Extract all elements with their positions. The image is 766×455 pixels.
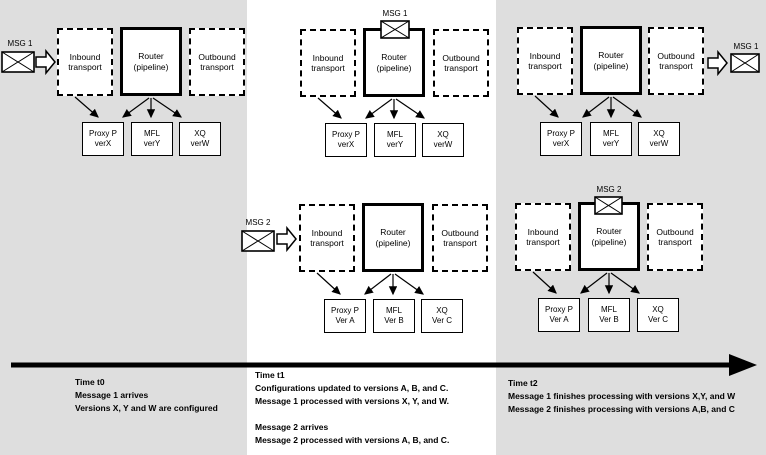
service-box-xq: XQ Ver C xyxy=(421,299,463,333)
service-name: MFL xyxy=(144,129,160,138)
router-pipeline-box: Router (pipeline) xyxy=(578,202,640,271)
note-heading: Time t2 xyxy=(508,378,538,388)
service-box-mfl: MFL Ver B xyxy=(373,299,415,333)
inbound-transport-box: Inbound transport xyxy=(300,29,356,97)
service-version: Ver A xyxy=(335,316,355,325)
inbound-transport-label: Inbound transport xyxy=(526,226,560,248)
service-box-xq: XQ verW xyxy=(179,122,221,156)
service-version: verY xyxy=(602,139,620,148)
service-box-mfl: MFL verY xyxy=(590,122,632,156)
service-name: XQ xyxy=(436,306,448,315)
note-line: Message 2 finishes processing with versi… xyxy=(508,404,735,414)
note-line: Message 1 processed with versions X, Y, … xyxy=(255,396,450,406)
service-box-proxy: Proxy P Ver A xyxy=(538,298,580,332)
service-name: MFL xyxy=(386,306,402,315)
note-paragraph-gap xyxy=(255,408,449,421)
service-name: XQ xyxy=(194,129,206,138)
service-name: XQ xyxy=(653,129,665,138)
service-name: MFL xyxy=(387,130,403,139)
router-pipeline-box: Router (pipeline) xyxy=(120,27,182,96)
service-box-mfl: MFL verY xyxy=(374,123,416,157)
note-line: Configurations updated to versions A, B,… xyxy=(255,383,449,393)
service-name: MFL xyxy=(601,305,617,314)
service-box-xq: XQ verW xyxy=(638,122,680,156)
note-line: Versions X, Y and W are configured xyxy=(75,403,218,413)
service-version: Ver A xyxy=(549,315,569,324)
service-name: Proxy P xyxy=(88,129,117,138)
service-version: verX xyxy=(94,139,112,148)
inbound-transport-box: Inbound transport xyxy=(57,28,113,96)
service-version: verW xyxy=(433,140,453,149)
service-box-xq: XQ verW xyxy=(422,123,464,157)
outbound-transport-label: Outbound transport xyxy=(657,50,695,72)
service-version: Ver B xyxy=(384,316,404,325)
service-version: verX xyxy=(337,140,355,149)
msg2-label: MSG 2 xyxy=(245,218,271,227)
outbound-transport-label: Outbound transport xyxy=(198,51,236,73)
service-box-mfl: MFL verY xyxy=(131,122,173,156)
router-pipeline-box: Router (pipeline) xyxy=(362,203,424,272)
service-box-proxy: Proxy P verX xyxy=(540,122,582,156)
service-box-mfl: MFL Ver B xyxy=(588,298,630,332)
inbound-transport-box: Inbound transport xyxy=(515,203,571,271)
msg1-label: MSG 1 xyxy=(733,42,759,51)
service-version: verX xyxy=(552,139,570,148)
router-pipeline-label: Router (pipeline) xyxy=(591,226,627,247)
outbound-transport-box: Outbound transport xyxy=(432,204,488,272)
inbound-transport-box: Inbound transport xyxy=(299,204,355,272)
service-name: Proxy P xyxy=(546,129,575,138)
service-version: verW xyxy=(649,139,669,148)
timeline-note-t1: Time t1 Configurations updated to versio… xyxy=(255,369,449,447)
inbound-transport-label: Inbound transport xyxy=(310,227,344,249)
note-line: Message 2 processed with versions A, B, … xyxy=(255,435,450,445)
service-box-proxy: Proxy P Ver A xyxy=(324,299,366,333)
service-box-xq: XQ Ver C xyxy=(637,298,679,332)
router-pipeline-label: Router (pipeline) xyxy=(375,227,411,248)
service-name: Proxy P xyxy=(330,306,359,315)
router-pipeline-box: Router (pipeline) xyxy=(363,28,425,97)
service-name: MFL xyxy=(603,129,619,138)
service-version: verY xyxy=(143,139,161,148)
inbound-transport-label: Inbound transport xyxy=(311,52,345,74)
service-version: Ver B xyxy=(599,315,619,324)
service-version: verW xyxy=(190,139,210,148)
note-line: Message 1 finishes processing with versi… xyxy=(508,391,736,401)
msg2-label: MSG 2 xyxy=(596,185,622,194)
service-name: XQ xyxy=(437,130,449,139)
router-pipeline-label: Router (pipeline) xyxy=(133,51,169,72)
msg1-label: MSG 1 xyxy=(7,39,33,48)
note-line: Message 1 arrives xyxy=(75,390,149,400)
outbound-transport-label: Outbound transport xyxy=(656,226,694,248)
inbound-transport-label: Inbound transport xyxy=(68,51,102,73)
service-version: Ver C xyxy=(431,316,452,325)
timeline-note-t0: Time t0 Message 1 arrives Versions X, Y … xyxy=(75,376,218,415)
outbound-transport-label: Outbound transport xyxy=(441,227,479,249)
timeline-note-t2: Time t2 Message 1 finishes processing wi… xyxy=(508,377,735,416)
service-box-proxy: Proxy P verX xyxy=(325,123,367,157)
service-version: Ver C xyxy=(647,315,668,324)
outbound-transport-box: Outbound transport xyxy=(648,27,704,95)
inbound-transport-label: Inbound transport xyxy=(528,50,562,72)
note-heading: Time t1 xyxy=(255,370,285,380)
service-name: XQ xyxy=(652,305,664,314)
router-pipeline-box: Router (pipeline) xyxy=(580,26,642,95)
service-name: Proxy P xyxy=(331,130,360,139)
outbound-transport-label: Outbound transport xyxy=(442,52,480,74)
router-pipeline-label: Router (pipeline) xyxy=(593,50,629,71)
msg1-label: MSG 1 xyxy=(382,9,408,18)
note-line: Message 2 arrives xyxy=(255,422,329,432)
note-heading: Time t0 xyxy=(75,377,105,387)
outbound-transport-box: Outbound transport xyxy=(647,203,703,271)
service-box-proxy: Proxy P verX xyxy=(82,122,124,156)
router-pipeline-label: Router (pipeline) xyxy=(376,52,412,73)
inbound-transport-box: Inbound transport xyxy=(517,27,573,95)
service-version: verY xyxy=(386,140,404,149)
outbound-transport-box: Outbound transport xyxy=(189,28,245,96)
service-name: Proxy P xyxy=(544,305,573,314)
outbound-transport-box: Outbound transport xyxy=(433,29,489,97)
